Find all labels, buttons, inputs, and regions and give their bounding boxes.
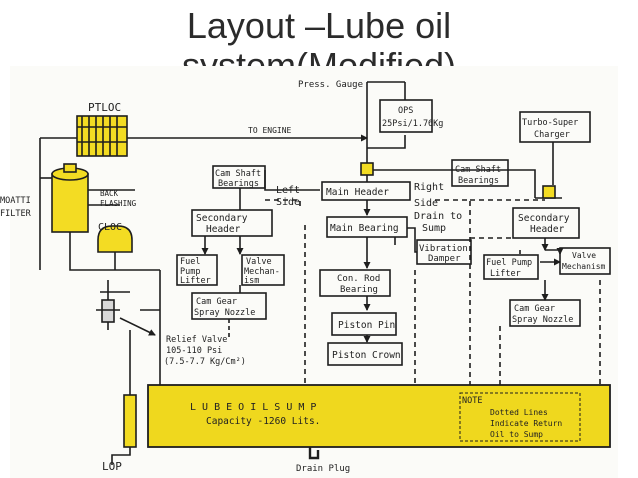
right-junction [542, 185, 556, 199]
press-gauge-label: Press. Gauge [298, 80, 363, 90]
main-header-label: Main Header [326, 187, 389, 198]
sump-label-2: Capacity -1260 Lits. [206, 416, 320, 427]
con-rod-label-2: Bearing [340, 285, 378, 295]
piston-pin-box [331, 312, 397, 336]
ops-label-1: OPS [398, 106, 413, 116]
note-line-1: Dotted Lines [490, 408, 548, 417]
valve-mech-left-label-3: ism [244, 276, 259, 286]
secondary-header-right-label-1: Secondary [518, 213, 570, 224]
vibration-damper-label-1: Vibration [419, 244, 468, 254]
cam-gear-right-label-2: Spray Nozzle [512, 315, 573, 325]
sump-label-1: L U B E O I L S U M P [190, 402, 316, 413]
secondary-header-left-label-1: Secondary [196, 213, 248, 224]
relief-valve-label-2: 105-110 Psi [166, 346, 222, 356]
turbo-box [519, 111, 591, 143]
piston-crown-box [327, 342, 403, 366]
piston-pin-label: Piston Pin [338, 320, 395, 331]
left-side-label-2: Side [276, 197, 300, 208]
back-flashing-label-1: BACK [100, 189, 119, 198]
secondary-header-left-box [191, 209, 273, 237]
ops-label-2: 25Psi/1.76Kg [382, 119, 443, 129]
valve-mechanism-left-box [241, 254, 285, 286]
ops-box [379, 99, 433, 133]
valve-mech-right-label-2: Mechanism [562, 262, 606, 271]
turbo-label-1: Turbo-Super [522, 118, 578, 128]
main-bearing-label: Main Bearing [330, 223, 399, 234]
piston-crown-label: Piston Crown [332, 350, 401, 361]
drain-plug-label: Drain Plug [296, 464, 350, 474]
relief-valve-body [101, 299, 115, 323]
back-flashing-label-2: FLASHING [100, 199, 137, 208]
note-line-2: Indicate Return [490, 419, 562, 428]
cam-shaft-right-label-1: Cam Shaft [455, 165, 501, 175]
note-line-3: Oil to Sump [490, 430, 543, 439]
valve-mech-right-label-1: Valve [572, 251, 596, 260]
right-side-label-2: Side [414, 198, 438, 209]
relief-valve-label-1: Relief Valve [166, 335, 227, 345]
fuel-pump-left-label-1: Fuel [180, 257, 200, 267]
drain-to-sump-label-1: Drain to [414, 211, 462, 222]
cam-shaft-left-box [212, 165, 266, 189]
cam-shaft-left-label-2: Bearings [218, 179, 259, 189]
vibration-damper-label-2: Damper [428, 254, 461, 264]
con-rod-label-1: Con. Rod [337, 274, 380, 284]
secondary-header-right-box [512, 207, 580, 239]
cloc-vessel [97, 225, 133, 253]
ptloc-label: PTLOC [88, 101, 121, 114]
cam-gear-right-label-1: Cam Gear [514, 304, 555, 314]
secondary-header-right-label-2: Header [530, 224, 565, 235]
drain-to-sump-label-2: Sump [422, 223, 446, 234]
lop-label: LOP [102, 460, 122, 473]
cam-shaft-right-box [451, 159, 509, 187]
left-side-label-1: Left [276, 185, 300, 196]
cloc-label: CLOC [98, 222, 122, 233]
con-rod-bearing-box [319, 269, 391, 297]
moatti-filter [51, 173, 89, 233]
page-title: Layout –Lube oil [186, 5, 452, 46]
moatti-label-1: MOATTI [0, 196, 31, 206]
fuel-pump-right-label-2: Lifter [490, 269, 521, 279]
valve-mech-left-label-2: Mechan- [244, 267, 280, 277]
fuel-pump-left-label-2: Pump [180, 267, 200, 277]
fuel-pump-lifter-right-box [483, 254, 539, 280]
relief-valve-label-3: (7.5-7.7 Kg/Cm²) [164, 357, 246, 367]
right-side-label-1: Right [414, 182, 444, 193]
moatti-label-2: FILTER [0, 209, 32, 219]
cam-shaft-right-label-2: Bearings [458, 176, 499, 186]
fuel-pump-left-label-3: Lifter [180, 276, 211, 286]
to-engine-label: TO ENGINE [248, 126, 292, 135]
turbo-label-2: Charger [534, 130, 570, 140]
drain-plug [308, 445, 320, 460]
fuel-pump-right-label-1: Fuel Pump [486, 258, 532, 268]
secondary-header-left-label-2: Header [206, 224, 241, 235]
fuel-pump-lifter-left-box [176, 254, 218, 286]
cam-shaft-left-label-1: Cam Shaft [215, 169, 261, 179]
ptloc-cooler [76, 115, 128, 157]
cam-gear-left-label-1: Cam Gear [196, 297, 237, 307]
lube-oil-sump [147, 384, 611, 448]
note-heading: NOTE [462, 396, 482, 406]
main-header-box [321, 181, 411, 201]
note-box [459, 392, 581, 442]
lop-pump [123, 394, 137, 448]
valve-mech-left-label-1: Valve [246, 257, 272, 267]
junction-box [360, 162, 374, 176]
cam-gear-left-label-2: Spray Nozzle [194, 308, 255, 318]
